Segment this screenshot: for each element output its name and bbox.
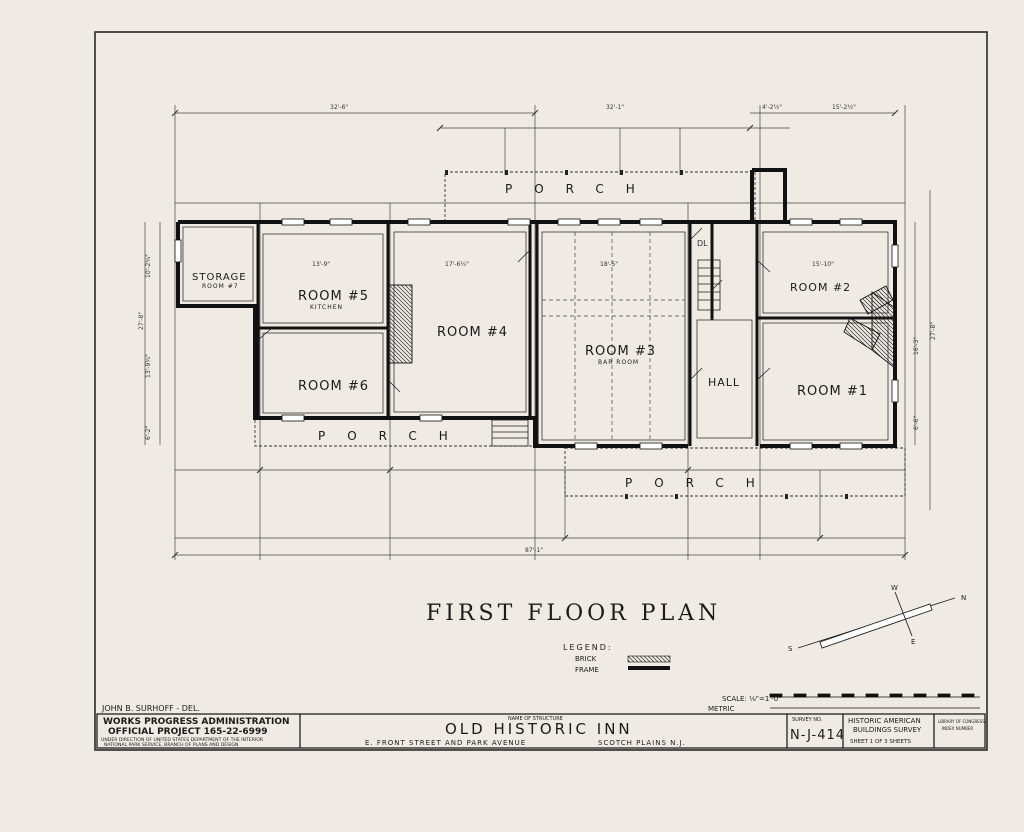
legend-frame-label: FRAME: [575, 666, 599, 674]
compass-w: W: [891, 584, 898, 592]
stairs: [491, 259, 721, 447]
dim-left-lower: 6'-2": [145, 426, 152, 440]
room-storage-sub: ROOM #7: [202, 283, 239, 290]
delineator-credit: JOHN B. SURHOFF - DEL.: [101, 704, 200, 713]
dim-right-bottom: 6'-6": [913, 416, 920, 430]
room4-label: ROOM #4: [437, 325, 508, 340]
porch-label-south-right: PORCH: [625, 476, 777, 490]
dim-left-middle: 13'-9¾": [145, 354, 152, 378]
room3-sub: BAR ROOM: [598, 359, 639, 366]
dl-label: DL: [697, 239, 708, 248]
structure-city: SCOTCH PLAINS N.J.: [598, 739, 686, 747]
sheet-info: SHEET 1 OF 3 SHEETS: [850, 739, 911, 745]
legend-brick-label: BRICK: [575, 655, 597, 663]
room1-label: ROOM #1: [797, 384, 868, 399]
agency-name: WORKS PROGRESS ADMINISTRATION: [103, 717, 290, 727]
dim-right-total: 27'-8": [930, 322, 937, 340]
direction-line-1: UNDER DIRECTION OF UNITED STATES DEPARTM…: [101, 737, 264, 743]
hall-label: HALL: [708, 376, 740, 389]
scale-bar: [769, 693, 980, 709]
dim-room3-width: 18'-5": [600, 261, 618, 268]
room5-label: ROOM #5: [298, 289, 369, 304]
dim-room2-width: 15'-10": [812, 261, 834, 268]
dim-top-right2: 15'-2½": [832, 104, 856, 111]
loc-line-2: INDEX NUMBER: [942, 726, 973, 731]
plan-title: FIRST FLOOR PLAN: [426, 601, 721, 626]
dim-room5-width: 13'-9": [312, 261, 330, 268]
structure-location: E. FRONT STREET AND PARK AVENUE: [365, 739, 526, 747]
legend-title: LEGEND:: [563, 643, 613, 652]
structure-name: OLD HISTORIC INN: [445, 720, 633, 738]
dim-room4-width: 17'-6¼": [445, 261, 469, 268]
brick-chimneys: [387, 284, 896, 369]
loc-line-1: LIBRARY OF CONGRESS: [938, 719, 985, 724]
dim-top-mid: 32'-1": [606, 104, 624, 111]
dim-storage-depth: 10'-2¾": [145, 254, 152, 278]
compass-n: N: [961, 594, 966, 602]
porch-label-south-left: PORCH: [318, 429, 470, 443]
habs-line-1: HISTORIC AMERICAN: [848, 717, 921, 725]
survey-no-label: SURVEY NO.: [792, 717, 823, 723]
dim-bottom-overall: 87'-1": [525, 547, 543, 554]
compass-e: E: [911, 638, 915, 646]
room5-sub: KITCHEN: [310, 304, 343, 311]
structure-name-label: NAME OF STRUCTURE: [508, 716, 563, 722]
dimension-ticks: [171, 109, 909, 559]
room-storage-label: STORAGE: [192, 272, 247, 283]
dim-top-right1: 4'-2½": [762, 104, 782, 111]
legend-brick-swatch: [627, 655, 671, 663]
room3-label: ROOM #3: [585, 344, 656, 359]
dim-left-total: 27'-8": [138, 312, 145, 330]
inner-finish-lines: [182, 226, 889, 441]
window-marks: [174, 218, 899, 450]
interior-walls: [256, 222, 895, 446]
outer-border: [94, 31, 988, 751]
habs-line-2: BUILDINGS SURVEY: [853, 726, 922, 734]
dim-top-left: 32'-6": [330, 104, 348, 111]
room6-label: ROOM #6: [298, 379, 369, 394]
direction-line-2: NATIONAL PARK SERVICE, BRANCH OF PLANS A…: [104, 742, 238, 748]
door-swings: [257, 227, 771, 393]
room2-label: ROOM #2: [790, 281, 851, 294]
north-arrow: [797, 591, 956, 649]
survey-number: N-J-414: [790, 728, 845, 743]
metric-label: METRIC: [708, 705, 735, 713]
dim-room1-depth: 16'-3": [913, 337, 920, 355]
title-block-frame: [96, 713, 986, 749]
dimension-lines: [144, 105, 931, 560]
compass-s: S: [788, 645, 793, 653]
porch-label-north: PORCH: [505, 182, 657, 196]
bar-room-beams: [542, 232, 685, 440]
legend-frame-swatch: [628, 666, 670, 670]
scale-label: SCALE: ⅛"=1'-0": [722, 695, 781, 703]
project-number: OFFICIAL PROJECT 165-22-6999: [108, 727, 267, 737]
